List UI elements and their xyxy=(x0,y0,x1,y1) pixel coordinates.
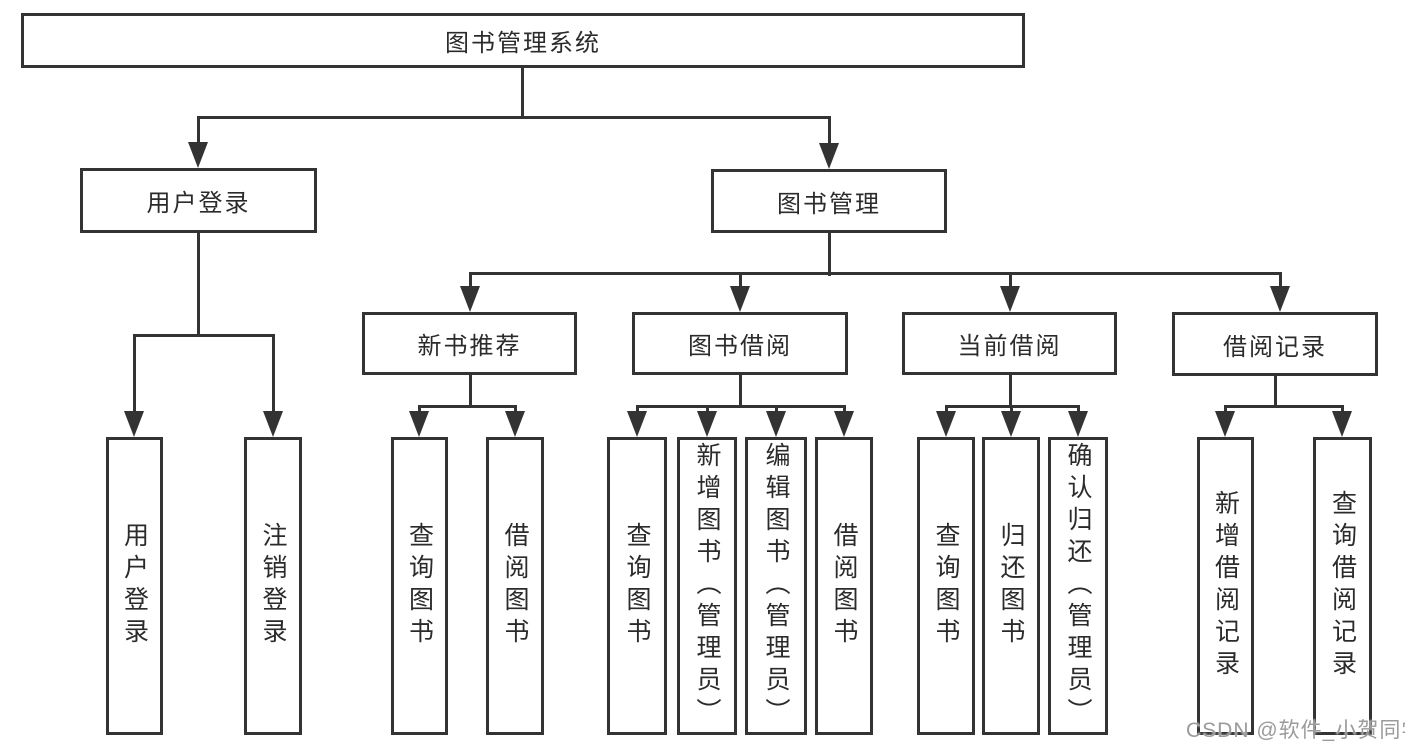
leaf-return-book: 归还图书 xyxy=(982,437,1040,735)
connector-line xyxy=(1341,405,1344,414)
arrow-down-icon xyxy=(834,411,854,437)
arrow-down-icon xyxy=(819,143,839,169)
connector-line xyxy=(945,405,948,414)
connector-line xyxy=(775,405,778,414)
leaf-query-book-recommend: 查询图书 xyxy=(391,437,448,735)
arrow-down-icon xyxy=(1068,411,1088,437)
connector-line xyxy=(197,233,200,337)
connector-line xyxy=(706,405,709,414)
connector-line xyxy=(1010,405,1013,414)
node-new-book-recommend: 新书推荐 xyxy=(362,312,577,375)
arrow-down-icon xyxy=(1332,411,1352,437)
connector-line xyxy=(739,272,742,288)
connector-line xyxy=(636,405,639,414)
arrow-down-icon xyxy=(124,411,144,437)
arrow-down-icon xyxy=(766,411,786,437)
node-user-login: 用户登录 xyxy=(80,168,317,233)
arrow-down-icon xyxy=(1215,411,1235,437)
connector-line xyxy=(469,272,1282,275)
connector-line xyxy=(133,334,275,337)
node-book-management: 图书管理 xyxy=(711,169,947,233)
connector-line xyxy=(469,375,472,408)
connector-line xyxy=(133,334,136,414)
leaf-borrow-book-recommend: 借阅图书 xyxy=(486,437,544,735)
connector-line xyxy=(1274,375,1277,408)
connector-line xyxy=(1009,272,1012,288)
arrow-down-icon xyxy=(263,411,283,437)
connector-line xyxy=(1279,272,1282,288)
leaf-confirm-return-admin: 确认归还（管理员） xyxy=(1048,437,1108,735)
connector-line xyxy=(514,405,517,414)
connector-line xyxy=(1077,405,1080,414)
connector-line xyxy=(636,405,846,408)
arrow-down-icon xyxy=(936,411,956,437)
connector-line xyxy=(197,116,831,119)
arrow-down-icon xyxy=(1000,286,1020,312)
arrow-down-icon xyxy=(730,286,750,312)
leaf-add-book-admin: 新增图书（管理员） xyxy=(677,437,737,735)
leaf-add-borrow-record: 新增借阅记录 xyxy=(1197,437,1254,735)
connector-line xyxy=(739,375,742,408)
leaf-logout: 注销登录 xyxy=(244,437,302,735)
leaf-borrow-book-borrow: 借阅图书 xyxy=(815,437,873,735)
connector-line xyxy=(418,405,421,414)
leaf-query-book-current: 查询图书 xyxy=(917,437,975,735)
node-borrow-records: 借阅记录 xyxy=(1172,312,1378,376)
arrow-down-icon xyxy=(1001,411,1021,437)
watermark: CSDN @软件_小贺同学 xyxy=(1186,719,1405,742)
connector-line xyxy=(1224,405,1344,408)
arrow-down-icon xyxy=(627,411,647,437)
connector-line xyxy=(1009,375,1012,408)
connector-line xyxy=(843,405,846,414)
arrow-down-icon xyxy=(460,286,480,312)
arrow-down-icon xyxy=(409,411,429,437)
leaf-query-book-borrow: 查询图书 xyxy=(607,437,667,735)
connector-line xyxy=(828,233,831,276)
connector-line xyxy=(197,116,200,144)
arrow-down-icon xyxy=(505,411,525,437)
arrow-down-icon xyxy=(1270,286,1290,312)
leaf-user-login: 用户登录 xyxy=(106,437,163,735)
node-book-borrow: 图书借阅 xyxy=(632,312,848,375)
connector-line xyxy=(418,405,517,408)
arrow-down-icon xyxy=(188,142,208,168)
node-root: 图书管理系统 xyxy=(21,13,1025,68)
arrow-down-icon xyxy=(697,411,717,437)
connector-line xyxy=(272,334,275,414)
leaf-edit-book-admin: 编辑图书（管理员） xyxy=(745,437,807,735)
connector-line xyxy=(521,68,524,119)
connector-line xyxy=(828,116,831,144)
node-current-borrow: 当前借阅 xyxy=(902,312,1117,375)
connector-line xyxy=(469,272,472,288)
leaf-query-borrow-record: 查询借阅记录 xyxy=(1313,437,1372,735)
connector-line xyxy=(1224,405,1227,414)
